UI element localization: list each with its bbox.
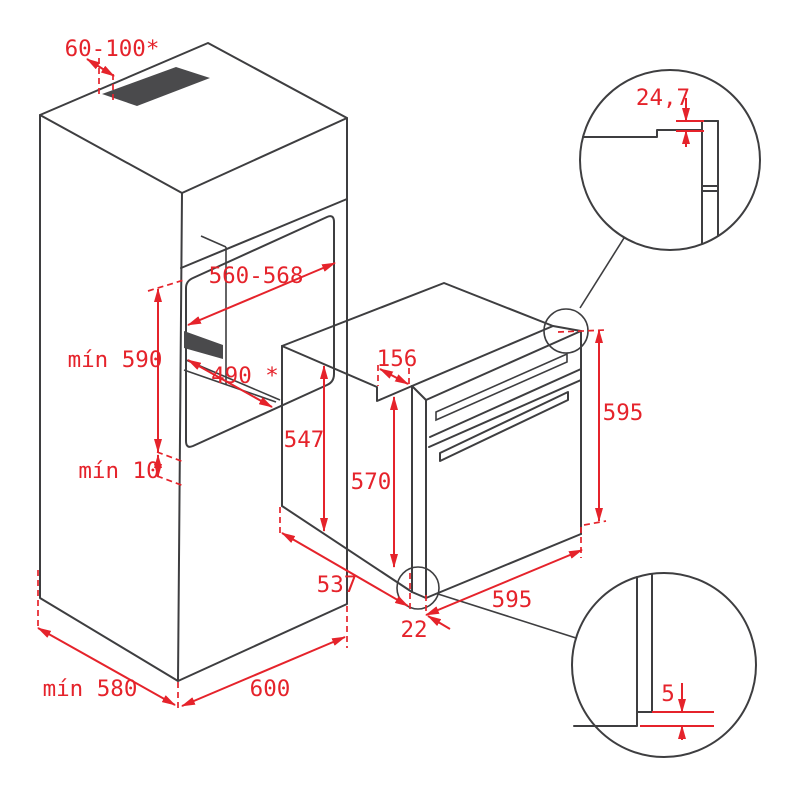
top-vent-slot xyxy=(102,67,210,106)
dim-body-depth: 537 xyxy=(279,507,411,612)
base-profile xyxy=(573,711,638,727)
label-niche-width: 560-568 xyxy=(209,263,304,289)
label-frame-overhang: 22 xyxy=(400,617,427,643)
label-oven-width: 595 xyxy=(492,587,533,613)
cabinet-left-face xyxy=(39,114,183,682)
leader-top-detail xyxy=(579,237,625,309)
dim-oven-width: 595 xyxy=(425,527,583,616)
dimensions: 60-100* 560-568 mín 590 490 * mín 10 xyxy=(37,36,644,712)
niche-vent-slot xyxy=(184,331,223,359)
dim-bottom-gap: mín 10 xyxy=(78,454,185,487)
dim-5: 5 xyxy=(640,681,714,740)
frame-top-front-edge xyxy=(425,330,582,401)
dim-oven-height: 595 xyxy=(557,329,644,526)
detail-circle-bottom: 5 xyxy=(571,572,757,758)
dim-frame-overhang: 22 xyxy=(400,595,451,643)
niche-opening xyxy=(185,215,335,448)
dim-top-vent: 60-100* xyxy=(65,36,160,103)
dim-plinth-depth: mín 580 xyxy=(37,570,179,712)
dim-niche-height: mín 590 xyxy=(68,279,185,463)
label-detail-bottom-gap: 5 xyxy=(661,681,675,707)
dim-cabinet-width: 600 xyxy=(181,606,348,707)
display-slot xyxy=(435,352,568,422)
label-niche-height: mín 590 xyxy=(68,347,163,373)
label-detail-top-overlap: 24,7 xyxy=(636,85,690,111)
detail-top-circle xyxy=(579,69,761,251)
oven-top-notch xyxy=(281,345,413,402)
cabinet-top-face xyxy=(39,42,348,194)
detail-circle-top: 24,7 xyxy=(579,69,761,251)
dim-front-height: 570 xyxy=(351,396,398,568)
oven xyxy=(281,282,589,610)
label-oven-height: 595 xyxy=(603,400,644,426)
cabinet-rail-line xyxy=(180,198,348,269)
label-top-inset: 156 xyxy=(377,346,418,372)
control-panel-line xyxy=(429,368,582,438)
door-handle xyxy=(439,391,569,462)
oven-body-top xyxy=(281,282,554,347)
label-niche-depth: 490 * xyxy=(211,363,279,389)
dim-body-height: 547 xyxy=(284,365,328,532)
dim-niche-width: 560-568 xyxy=(187,262,336,326)
dim-24-7: 24,7 xyxy=(636,85,704,147)
label-cabinet-width: 600 xyxy=(250,676,291,702)
door-top-line xyxy=(428,379,582,448)
label-plinth-depth: mín 580 xyxy=(43,676,138,702)
label-front-height: 570 xyxy=(351,469,392,495)
detail-bottom-circle xyxy=(571,572,757,758)
dim-top-inset: 156 xyxy=(377,346,418,386)
frame-top-back-edge xyxy=(411,325,554,387)
dim-niche-depth: 490 * xyxy=(187,359,279,408)
label-body-height: 547 xyxy=(284,427,325,453)
label-body-depth: 537 xyxy=(317,572,358,598)
label-bottom-gap: mín 10 xyxy=(78,458,159,484)
label-vent-top: 60-100* xyxy=(65,36,160,62)
